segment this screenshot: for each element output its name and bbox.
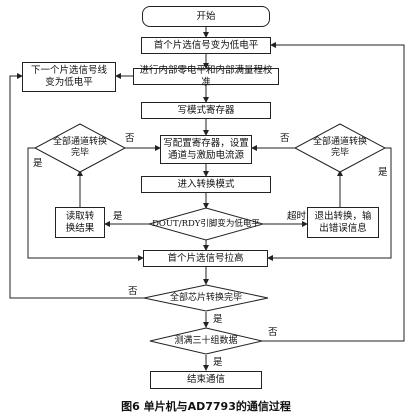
diamond-thirty-shape xyxy=(149,327,263,355)
figure-caption: 图6 单片机与AD7793的通信过程 xyxy=(121,400,291,413)
node-all-channels-left: 全部通道转换完毕 xyxy=(52,137,107,158)
node-enter-convert: 进入转换模式 xyxy=(141,176,271,193)
node-write-mode: 写模式寄存器 xyxy=(141,102,271,119)
diamond-left-shape xyxy=(33,123,127,173)
node-first-cs-low: 首个片选信号变为低电平 xyxy=(141,37,271,54)
label-yes-right: 是 xyxy=(378,167,388,178)
node-thirty-groups: 测满三十组数据 xyxy=(174,335,238,346)
diamond-chips-shape xyxy=(143,284,269,312)
edge-right-yes xyxy=(267,147,392,261)
node-exit-error: 退出转换，输出错误信息 xyxy=(307,207,379,238)
diamond-right-shape xyxy=(293,123,387,173)
node-all-channels-right: 全部通道转换完毕 xyxy=(312,137,367,158)
node-dout-rdy: DOUT/RDY引脚变为低电平 xyxy=(152,218,260,229)
label-yes-left: 是 xyxy=(33,158,43,169)
node-read-result: 读取转换结果 xyxy=(55,207,105,238)
diamond-dout-shape xyxy=(147,207,265,241)
label-yes-thirty: 是 xyxy=(213,357,223,368)
node-next-cs-low: 下一个片选信号线变为低电平 xyxy=(22,62,116,92)
label-timeout: 超时 xyxy=(287,211,307,222)
label-yes-chips: 是 xyxy=(213,314,223,325)
node-first-cs-high: 首个片选信号拉高 xyxy=(143,250,268,267)
label-no-left: 否 xyxy=(125,133,135,144)
label-yes-dout: 是 xyxy=(113,211,123,222)
node-end: 结束通信 xyxy=(150,371,262,389)
node-all-chips-done: 全部芯片转换完毕 xyxy=(169,292,242,303)
node-write-config: 写配置寄存器，设置通道与激励电流源 xyxy=(160,135,252,164)
edge-thirty-no xyxy=(261,42,405,342)
edge-chips-no xyxy=(9,73,145,299)
node-start: 开始 xyxy=(142,6,270,27)
edge-left-yes xyxy=(27,147,144,261)
label-no-right: 否 xyxy=(280,133,290,144)
label-no-thirty: 否 xyxy=(268,327,278,338)
node-calibrate: 进行内部零电平和内部满量程校准 xyxy=(133,65,279,88)
label-no-chips: 否 xyxy=(128,286,138,297)
